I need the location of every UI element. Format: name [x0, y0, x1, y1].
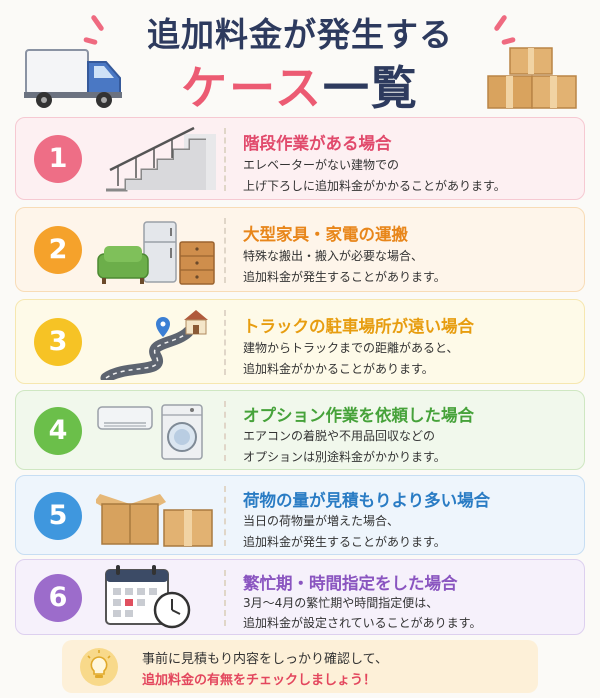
case-title: トラックの駐車場所が遠い場合 [243, 317, 474, 336]
card-divider [224, 128, 226, 191]
card-divider [224, 570, 226, 626]
case-title: オプション作業を依頼した場合 [243, 406, 474, 425]
stairs-icon [106, 126, 216, 192]
case-title: 大型家具・家電の運搬 [243, 225, 408, 244]
cardboard-boxes-icon [487, 47, 577, 109]
case-card-5: 5 荷物の量が見積もりより多い場合 当日の荷物量が増えた場合、 追加料金が発生す… [15, 475, 585, 555]
case-desc-line2: 追加料金がかかることがあります。 [243, 362, 434, 376]
case-desc-line2: オプションは別途料金がかかります。 [243, 450, 446, 464]
card-divider [224, 310, 226, 375]
furniture-icon [97, 221, 215, 285]
truck-icon [24, 49, 122, 108]
case-card-3: 3 トラックの駐車場所が遠い場合 建物からトラックまでの距離があると、 追加料金… [15, 299, 585, 384]
header: 追加料金が発生する ケース一覧 [0, 0, 600, 115]
case-number-badge: 2 [34, 226, 82, 274]
calendar-clock-icon [105, 565, 191, 629]
page-title-suffix: 一覧 [322, 61, 419, 115]
case-desc-line2: 追加料金が発生することがあります。 [243, 270, 446, 284]
case-desc-line1: エレベーターがない建物での [243, 158, 400, 172]
tip-text-line1: 事前に見積もり内容をしっかり確認して、 [142, 652, 388, 667]
case-desc-line1: 当日の荷物量が増えた場合、 [243, 514, 400, 528]
case-desc-line2: 上げ下ろしに追加料金がかかることがあります。 [243, 179, 506, 193]
card-divider [224, 218, 226, 283]
page-title-line2: ケース一覧 [0, 52, 600, 118]
case-desc-line1: 特殊な搬出・搬入が必要な場合、 [243, 249, 424, 263]
appliance-icon [97, 404, 203, 460]
lightbulb-icon [80, 648, 118, 686]
case-desc-line1: エアコンの着脱や不用品回収などの [243, 429, 436, 443]
case-number-badge: 1 [34, 135, 82, 183]
case-desc-line2: 追加料金が設定されていることがあります。 [243, 616, 482, 630]
case-desc-line1: 3月～4月の繁忙期や時間指定便は、 [243, 596, 439, 610]
tip-text-line2: 追加料金の有無をチェックしましょう！ [142, 673, 377, 688]
case-title: 荷物の量が見積もりより多い場合 [243, 491, 491, 510]
page-title-line1: 追加料金が発生する [147, 15, 453, 54]
case-number-badge: 4 [34, 407, 82, 455]
road-icon [100, 310, 208, 380]
case-title: 階段作業がある場合 [243, 134, 392, 153]
case-card-6: 6 繁忙期・時間指定をした場合 3月～4月の繁忙期や時間指定便は、 追加料金が設… [15, 559, 585, 635]
card-divider [224, 401, 226, 461]
case-number-badge: 5 [34, 492, 82, 540]
case-number-badge: 6 [34, 574, 82, 622]
case-title: 繁忙期・時間指定をした場合 [243, 574, 458, 593]
case-number-badge: 3 [34, 318, 82, 366]
case-desc-line1: 建物からトラックまでの距離があると、 [243, 341, 459, 355]
tip-box: 事前に見積もり内容をしっかり確認して、 追加料金の有無をチェックしましょう！ [62, 640, 538, 693]
case-desc-line2: 追加料金が発生することがあります。 [243, 535, 446, 549]
page-title-highlight: ケース [181, 61, 323, 115]
case-card-2: 2 大型家具・家電の運搬 特殊な搬出・搬入が必要な場合、 追加料金が発生すること… [15, 207, 585, 292]
case-card-4: 4 オプション作業を依頼した場合 エアコンの着脱や不用品回収などの オプションは… [15, 390, 585, 470]
box-icon [96, 494, 213, 547]
card-divider [224, 486, 226, 546]
case-card-1: 1 階段作業がある場合 エレベーターがない建物での 上げ下ろしに追加料金がかかる… [15, 117, 585, 200]
